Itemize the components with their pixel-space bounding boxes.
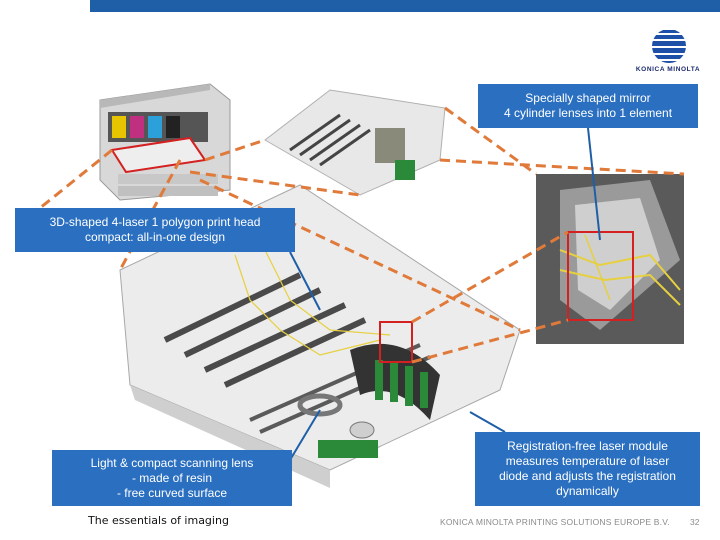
laser-module-callout-line4: dynamically <box>556 484 619 498</box>
mirror-closeup-photo <box>536 174 684 344</box>
laser-module-callout-line3: diode and adjusts the registration <box>499 469 676 483</box>
scanning-lens-callout-line1: Light & compact scanning lens <box>90 455 254 470</box>
laser-module-callout: Registration-free laser module measures … <box>475 432 700 506</box>
konica-minolta-logo <box>652 29 686 63</box>
footer-tagline: The essentials of imaging <box>88 514 229 527</box>
scanning-lens-callout-line3: - free curved surface <box>116 485 228 500</box>
laser-module-callout-line2: measures temperature of laser <box>505 454 670 468</box>
top-accent-bar <box>90 0 720 12</box>
scanning-lens-callout-line2: - made of resin <box>131 470 213 485</box>
callout-pointers <box>289 127 601 461</box>
scanning-lens-callout: Light & compact scanning lens - made of … <box>52 450 292 506</box>
small-laser-unit <box>264 89 446 196</box>
print-head-callout: 3D-shaped 4-laser 1 polygon print head c… <box>15 208 295 252</box>
print-head-callout-line2: compact: all-in-one design <box>84 230 226 244</box>
print-head-callout-line1: 3D-shaped 4-laser 1 polygon print head <box>49 215 261 229</box>
brand-name: KONICA MINOLTA <box>635 66 701 73</box>
page-number: 32 <box>690 517 700 527</box>
printer-image <box>99 83 231 201</box>
mirror-callout-line2: 4 cylinder lenses into 1 element <box>503 106 673 120</box>
mirror-callout-line1: Specially shaped mirror <box>525 91 651 105</box>
mirror-callout: Specially shaped mirror 4 cylinder lense… <box>478 84 698 128</box>
laser-module-callout-line1: Registration-free laser module <box>507 439 668 453</box>
dashed-connectors <box>39 106 685 364</box>
footer-company: KONICA MINOLTA PRINTING SOLUTIONS EUROPE… <box>440 517 670 527</box>
